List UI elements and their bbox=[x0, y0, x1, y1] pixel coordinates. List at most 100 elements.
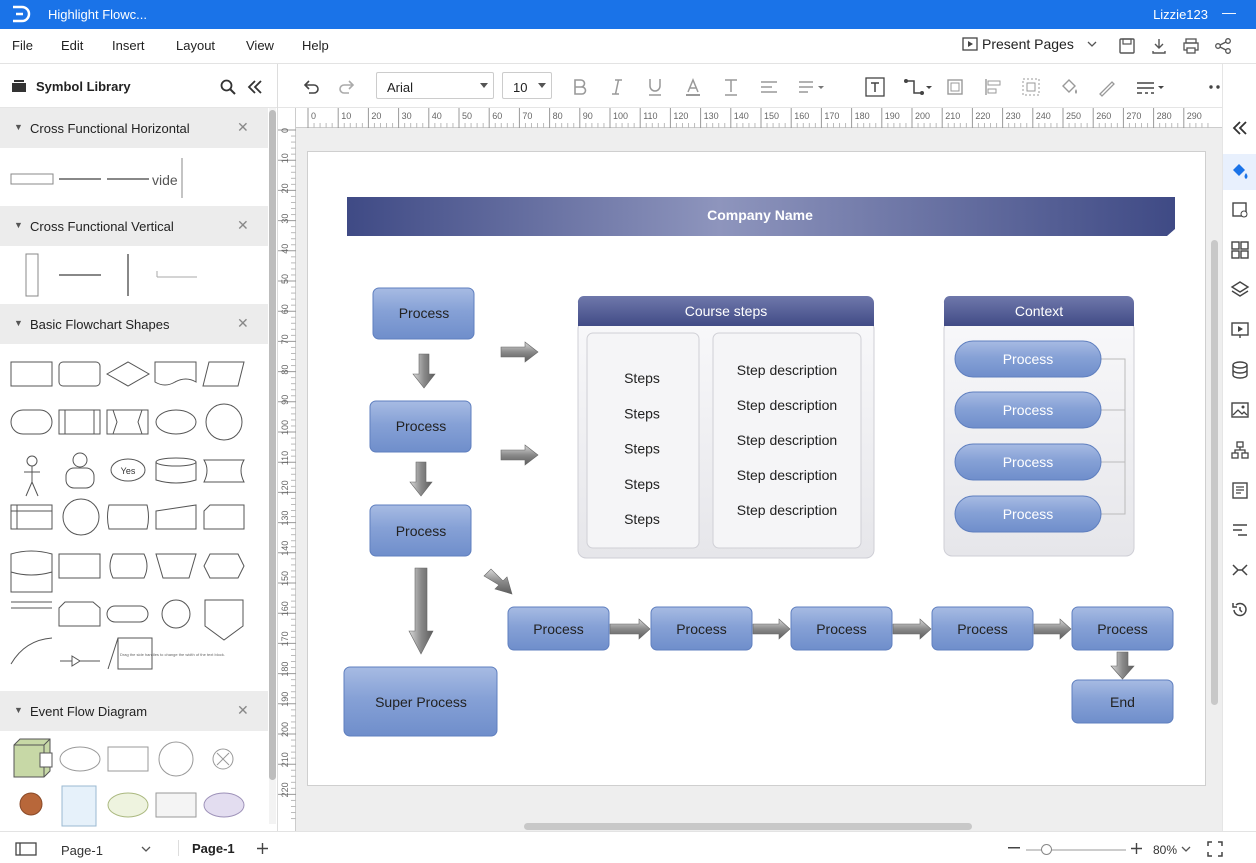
canvas-horizontal-scrollbar[interactable] bbox=[524, 823, 972, 830]
zoom-slider-handle[interactable] bbox=[1041, 844, 1052, 855]
font-size-select[interactable]: 10 bbox=[502, 72, 552, 99]
save-icon[interactable] bbox=[1117, 36, 1137, 56]
cfv-shapes[interactable] bbox=[0, 246, 268, 304]
collapse-panel-icon[interactable] bbox=[247, 80, 263, 94]
format-icon[interactable] bbox=[1230, 520, 1250, 540]
align-icon[interactable] bbox=[758, 76, 780, 98]
context-process-1[interactable]: Process bbox=[954, 340, 1102, 378]
group-icon[interactable] bbox=[1020, 76, 1042, 98]
menu-help[interactable]: Help bbox=[302, 38, 329, 53]
ruler-label: 250 bbox=[1066, 111, 1081, 121]
section-cross-functional-horizontal[interactable]: ▼ Cross Functional Horizontal ✕ bbox=[0, 108, 268, 148]
italic-icon[interactable] bbox=[606, 76, 628, 98]
end-node[interactable]: End bbox=[1071, 679, 1174, 724]
format-toolbar: Arial 10 bbox=[278, 64, 1227, 108]
menu-view[interactable]: View bbox=[246, 38, 274, 53]
process-label: Process bbox=[1097, 621, 1148, 637]
font-color-icon[interactable] bbox=[682, 76, 704, 98]
fill-bucket-icon[interactable] bbox=[1230, 161, 1250, 181]
print-icon[interactable] bbox=[1181, 36, 1201, 56]
chevron-down-icon[interactable] bbox=[140, 845, 152, 853]
download-icon[interactable] bbox=[1149, 36, 1169, 56]
chain-process-3[interactable]: Process bbox=[790, 606, 893, 651]
menu-layout[interactable]: Layout bbox=[176, 38, 216, 53]
library-scrollbar-thumb[interactable] bbox=[269, 110, 276, 780]
page-select[interactable]: Page-1 bbox=[61, 843, 103, 858]
page-icon[interactable] bbox=[1230, 480, 1250, 500]
app-logo-icon[interactable] bbox=[10, 4, 32, 24]
style-icon[interactable] bbox=[1230, 200, 1250, 220]
page-view-icon[interactable] bbox=[15, 842, 37, 856]
share-icon[interactable] bbox=[1213, 36, 1233, 56]
image-icon[interactable] bbox=[1230, 400, 1250, 420]
chevron-down-icon[interactable] bbox=[1181, 846, 1191, 853]
section-basic-flowchart-shapes[interactable]: ▼ Basic Flowchart Shapes ✕ bbox=[0, 304, 268, 344]
org-chart-icon[interactable] bbox=[1230, 440, 1250, 460]
close-icon[interactable]: ✕ bbox=[237, 119, 249, 135]
menu-file[interactable]: File bbox=[12, 38, 33, 53]
redo-icon[interactable] bbox=[336, 76, 358, 98]
fullscreen-icon[interactable] bbox=[1207, 841, 1223, 857]
page-tab[interactable]: Page-1 bbox=[192, 841, 235, 856]
slideshow-icon[interactable] bbox=[1230, 320, 1250, 340]
chain-process-5[interactable]: Process bbox=[1071, 606, 1174, 651]
undo-icon[interactable] bbox=[300, 76, 322, 98]
shuffle-icon[interactable] bbox=[1230, 560, 1250, 580]
font-family-select[interactable]: Arial bbox=[376, 72, 494, 99]
section-cross-functional-vertical[interactable]: ▼ Cross Functional Vertical ✕ bbox=[0, 206, 268, 246]
present-pages-button[interactable]: Present Pages bbox=[962, 36, 1098, 52]
company-name-banner[interactable]: Company Name bbox=[347, 197, 1175, 236]
chain-process-4[interactable]: Process bbox=[931, 606, 1034, 651]
zoom-level[interactable]: 80% bbox=[1153, 843, 1178, 857]
position-icon[interactable] bbox=[944, 76, 966, 98]
minimize-icon[interactable]: — bbox=[1222, 4, 1236, 20]
section-event-flow-diagram[interactable]: ▼ Event Flow Diagram ✕ bbox=[0, 691, 268, 731]
connector-icon[interactable] bbox=[902, 76, 934, 98]
add-page-icon[interactable] bbox=[256, 842, 269, 855]
ruler-label: 150 bbox=[280, 571, 290, 586]
chevron-down-icon[interactable] bbox=[1086, 39, 1098, 49]
context-process-2[interactable]: Process bbox=[954, 391, 1102, 429]
close-icon[interactable]: ✕ bbox=[237, 217, 249, 233]
left-process-1[interactable]: Process bbox=[372, 287, 475, 340]
grid-icon[interactable] bbox=[1230, 240, 1250, 260]
fill-icon[interactable] bbox=[1058, 76, 1080, 98]
line-spacing-icon[interactable] bbox=[796, 76, 828, 98]
diagram-page[interactable]: Company Name Process Process Process Sup… bbox=[307, 151, 1206, 786]
context-process-4[interactable]: Process bbox=[954, 495, 1102, 533]
left-process-2[interactable]: Process bbox=[369, 400, 472, 453]
bold-icon[interactable] bbox=[569, 76, 591, 98]
user-name[interactable]: Lizzie123 bbox=[1153, 7, 1208, 22]
align-shapes-icon[interactable] bbox=[982, 76, 1004, 98]
zoom-in-icon[interactable] bbox=[1130, 842, 1143, 855]
zoom-slider[interactable] bbox=[1026, 849, 1126, 851]
line-color-icon[interactable] bbox=[1096, 76, 1118, 98]
left-process-3[interactable]: Process bbox=[369, 504, 472, 557]
menu-edit[interactable]: Edit bbox=[61, 38, 84, 53]
expand-panel-icon[interactable] bbox=[1230, 118, 1250, 138]
zoom-out-icon[interactable] bbox=[1008, 847, 1020, 849]
chain-process-1[interactable]: Process bbox=[507, 606, 610, 651]
super-process[interactable]: Super Process bbox=[343, 666, 498, 737]
history-icon[interactable] bbox=[1230, 600, 1250, 620]
context-process-3[interactable]: Process bbox=[954, 443, 1102, 481]
menu-insert[interactable]: Insert bbox=[112, 38, 145, 53]
search-icon[interactable] bbox=[220, 79, 236, 95]
ruler-label: 110 bbox=[280, 451, 290, 465]
canvas-vertical-scrollbar[interactable] bbox=[1211, 240, 1218, 705]
cfh-shapes[interactable]: vide bbox=[0, 148, 268, 206]
text-style-icon[interactable] bbox=[720, 76, 742, 98]
context-process-label: Process bbox=[1003, 506, 1054, 522]
line-style-icon[interactable] bbox=[1134, 76, 1168, 98]
underline-icon[interactable] bbox=[644, 76, 666, 98]
chain-process-2[interactable]: Process bbox=[650, 606, 753, 651]
text-box-icon[interactable] bbox=[864, 76, 886, 98]
close-icon[interactable]: ✕ bbox=[237, 315, 249, 331]
layers-icon[interactable] bbox=[1230, 280, 1250, 300]
close-icon[interactable]: ✕ bbox=[237, 702, 249, 718]
basic-flowchart-shapes[interactable]: Yes Drag the side handles to change the … bbox=[0, 344, 268, 690]
event-flow-shapes[interactable] bbox=[0, 731, 268, 831]
database-icon[interactable] bbox=[1230, 360, 1250, 380]
